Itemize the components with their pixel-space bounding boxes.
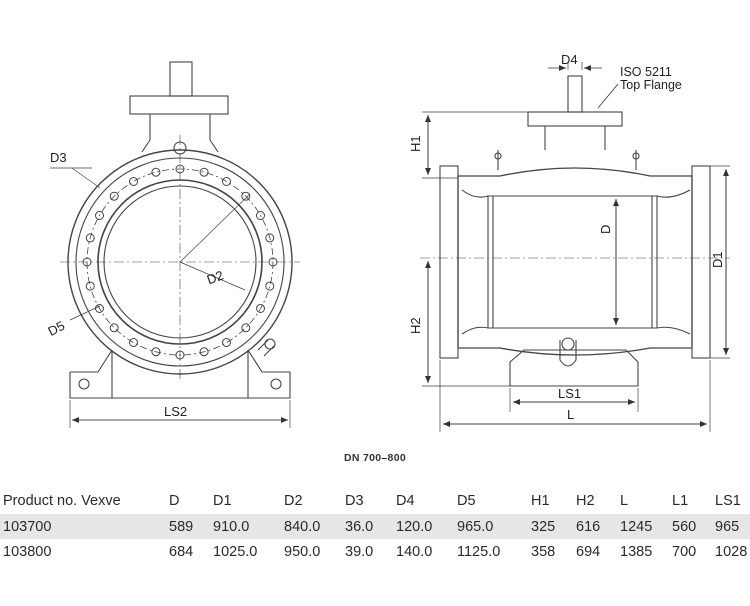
header-l: L: [620, 493, 629, 509]
cell-d3: 39.0: [345, 543, 374, 560]
cell-d2: 950.0: [284, 543, 321, 560]
cell-d4: 140.0: [396, 543, 433, 560]
cell-d: 684: [169, 543, 194, 560]
bolt-hole: [95, 304, 104, 313]
front-view: [50, 61, 300, 428]
dimensions-table: Product no. Vexve D D1 D2 D3 D4 D5 H1 H2…: [0, 488, 750, 564]
label-d4: D4: [561, 52, 578, 67]
label-d5: D5: [45, 318, 67, 339]
label-ls2: LS2: [164, 404, 187, 419]
valve-technical-drawing: D3 D5 D2 LS2: [45, 52, 730, 432]
cell-product-no: 103700: [0, 514, 169, 539]
label-ls1: LS1: [558, 386, 581, 401]
bolt-hole: [175, 350, 185, 360]
cell-l1: 560: [672, 514, 715, 539]
cell-d2: 840.0: [284, 514, 345, 539]
bolt-hole: [85, 233, 95, 243]
bolt-hole: [151, 167, 161, 177]
bolt-hole: [268, 257, 278, 267]
header-d1: D1: [213, 493, 232, 509]
cell-d5: 1125.0: [457, 543, 501, 560]
cell-d1: 1025.0: [213, 543, 258, 560]
cell-l: 1245: [620, 514, 672, 539]
size-caption: DN 700–800: [344, 452, 406, 464]
bolt-hole: [82, 257, 92, 267]
cell-d3: 36.0: [345, 514, 396, 539]
cell-ls1: 1028: [715, 543, 748, 560]
cell-h2: 694: [576, 543, 601, 560]
cell-product-no: 103800: [3, 543, 52, 560]
bolt-hole: [85, 281, 95, 291]
bolt-hole: [199, 347, 209, 357]
cell-l: 1385: [620, 543, 653, 560]
bolt-hole: [199, 167, 209, 177]
bolt-hole: [222, 177, 231, 186]
bolt-hole: [95, 211, 104, 220]
cell-h1: 358: [531, 543, 556, 560]
header-h2: H2: [576, 493, 595, 509]
header-d5: D5: [457, 493, 476, 509]
table-header-row: Product no. Vexve D D1 D2 D3 D4 D5 H1 H2…: [0, 488, 750, 514]
header-product-no: Product no. Vexve: [3, 493, 121, 509]
table-row: 103800 684 1025.0 950.0 39.0 140.0 1125.…: [0, 539, 750, 564]
label-d1: D1: [710, 251, 725, 268]
label-d2: D2: [205, 268, 226, 288]
bolt-hole: [222, 338, 231, 347]
label-h2: H2: [408, 317, 423, 334]
label-top-flange-1: ISO 5211: [620, 65, 672, 79]
cell-ls1: 965: [715, 514, 750, 539]
header-h1: H1: [531, 493, 550, 509]
bolt-hole: [241, 323, 251, 333]
header-ls1: LS1: [715, 493, 741, 509]
cell-l1: 700: [672, 543, 697, 560]
bolt-hole: [151, 347, 161, 357]
bolt-hole: [241, 191, 251, 201]
side-view: [420, 62, 730, 432]
bolt-hole: [129, 338, 138, 347]
label-d3: D3: [50, 150, 67, 165]
cell-d5: 965.0: [457, 514, 531, 539]
header-d3: D3: [345, 493, 364, 509]
header-l1: L1: [672, 493, 689, 509]
bolt-hole: [129, 177, 138, 186]
label-l: L: [567, 407, 574, 422]
bolt-hole: [265, 233, 275, 243]
cell-d1: 910.0: [213, 514, 284, 539]
bolt-hole: [175, 164, 185, 174]
label-top-flange-2: Top Flange: [620, 78, 682, 92]
label-h1: H1: [408, 135, 423, 152]
bolt-hole: [109, 323, 119, 333]
cell-h1: 325: [531, 514, 576, 539]
bolt-holes: [82, 164, 278, 360]
bolt-hole: [109, 191, 119, 201]
side-dimensions: [425, 65, 729, 427]
bolt-hole: [256, 304, 265, 313]
table-row: 103700 589 910.0 840.0 36.0 120.0 965.0 …: [0, 514, 750, 539]
cell-d4: 120.0: [396, 514, 457, 539]
header-d: D: [169, 493, 180, 509]
header-d2: D2: [284, 493, 303, 509]
cell-d: 589: [169, 514, 213, 539]
label-d: D: [598, 225, 613, 234]
bolt-hole: [256, 211, 265, 220]
bolt-hole: [265, 281, 275, 291]
cell-h2: 616: [576, 514, 620, 539]
header-d4: D4: [396, 493, 415, 509]
